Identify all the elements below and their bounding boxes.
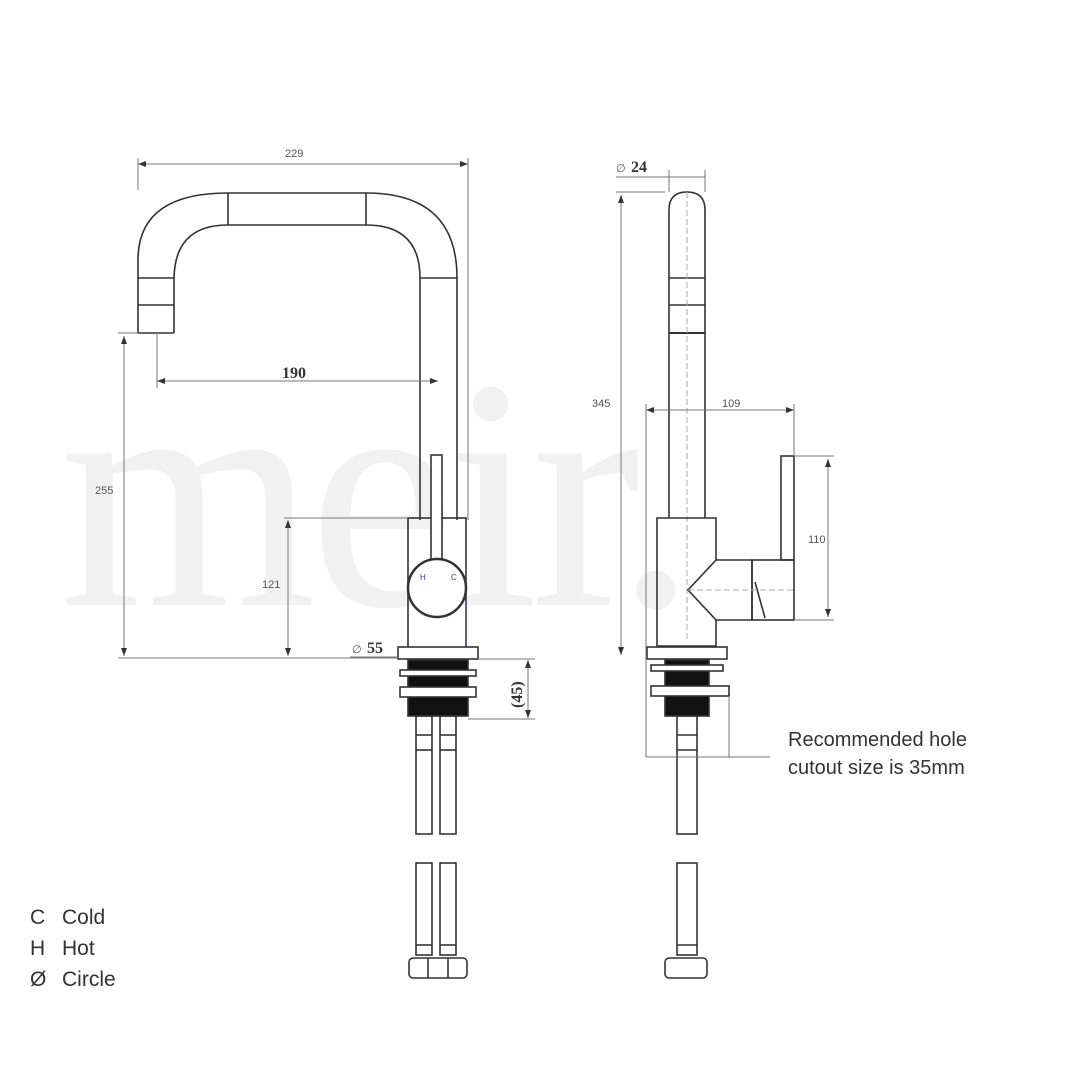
front-view — [646, 191, 795, 979]
legend: C Cold H Hot Ø Circle — [30, 902, 116, 995]
note-line-1: Recommended hole — [788, 729, 967, 751]
hole-cutout-note: Recommended hole cutout size is 35mm — [788, 726, 967, 782]
dim-overall-width: 229 — [285, 148, 303, 160]
legend-label: Hot — [62, 937, 95, 960]
dim-handle-height: 110 — [808, 534, 826, 546]
dim-body-height: 121 — [262, 579, 280, 591]
diameter-symbol-24: ∅ — [616, 163, 626, 175]
dim-base-diameter: 55 — [367, 640, 383, 657]
note-line-2: cutout size is 35mm — [788, 757, 965, 779]
cold-mark: C — [451, 573, 457, 582]
diameter-symbol-55: ∅ — [352, 644, 362, 656]
legend-item-hot: H Hot — [30, 933, 116, 964]
legend-item-cold: C Cold — [30, 902, 116, 933]
dim-overall-height: 345 — [592, 398, 610, 410]
side-dimension-lines — [118, 158, 535, 720]
dim-spout-reach: 190 — [282, 365, 306, 382]
legend-key: C — [30, 906, 46, 929]
legend-label: Circle — [62, 968, 116, 991]
brand-watermark: meir. — [60, 312, 697, 677]
diameter-symbol-icon: Ø — [30, 968, 47, 991]
hot-mark: H — [420, 573, 426, 582]
dim-spout-height: 255 — [95, 485, 113, 497]
legend-item-circle: Ø Circle — [30, 964, 116, 995]
front-dimension-lines — [616, 170, 834, 758]
dim-mount-depth: (45) — [509, 681, 526, 708]
legend-label: Cold — [62, 906, 106, 929]
dim-handle-reach: 109 — [722, 398, 740, 410]
dim-spout-diameter: 24 — [631, 159, 647, 176]
legend-key: H — [30, 937, 46, 960]
side-view — [137, 192, 479, 979]
